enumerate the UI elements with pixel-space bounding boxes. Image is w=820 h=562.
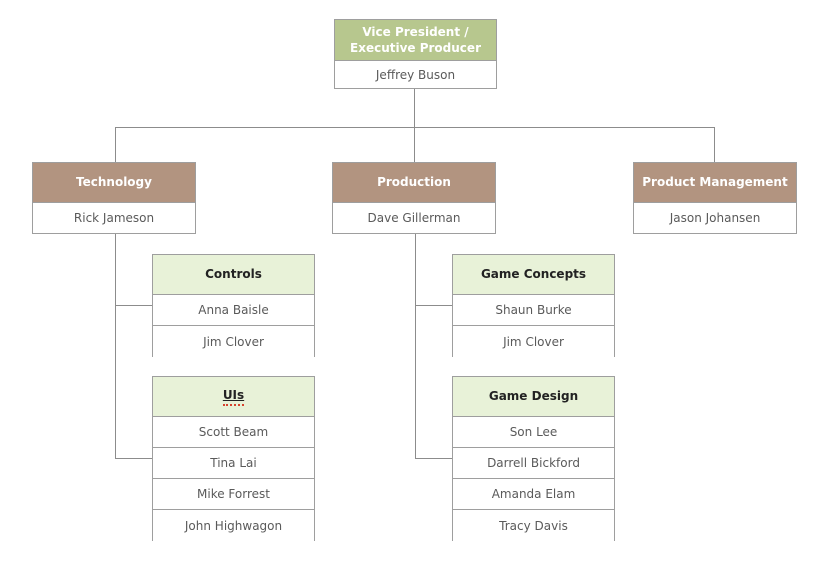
team-title: Game Design xyxy=(453,377,614,417)
member-row: Jason Johansen xyxy=(634,203,796,233)
dept-title: Technology xyxy=(33,163,195,203)
connector-drop-technology xyxy=(115,127,116,162)
member-row: Amanda Elam xyxy=(453,479,614,510)
member-row: Mike Forrest xyxy=(153,479,314,510)
team-title-text: UIs xyxy=(222,387,245,406)
member-row: John Highwagon xyxy=(153,510,314,541)
connector-branch-game-concepts xyxy=(415,305,452,306)
connector-root-trunk xyxy=(414,89,415,127)
team-box-controls[interactable]: Controls Anna Baisle Jim Clover xyxy=(152,254,315,357)
member-row: Tracy Davis xyxy=(453,510,614,541)
member-row: Anna Baisle xyxy=(153,295,314,326)
member-row: Son Lee xyxy=(453,417,614,448)
connector-branch-controls xyxy=(115,305,152,306)
org-box-title: Vice President / Executive Producer xyxy=(335,20,496,61)
member-row: Jeffrey Buson xyxy=(335,61,496,88)
connector-production-trunk xyxy=(415,234,416,458)
member-row: Jim Clover xyxy=(153,326,314,357)
member-row: Scott Beam xyxy=(153,417,314,448)
connector-drop-production xyxy=(414,127,415,162)
team-title: UIs xyxy=(153,377,314,417)
team-box-game-design[interactable]: Game Design Son Lee Darrell Bickford Ama… xyxy=(452,376,615,541)
team-box-uis[interactable]: UIs Scott Beam Tina Lai Mike Forrest Joh… xyxy=(152,376,315,541)
member-row: Shaun Burke xyxy=(453,295,614,326)
connector-level1-horizontal xyxy=(115,127,715,128)
team-title: Controls xyxy=(153,255,314,295)
dept-box-product-management[interactable]: Product Management Jason Johansen xyxy=(633,162,797,234)
member-row: Dave Gillerman xyxy=(333,203,495,233)
connector-drop-product-management xyxy=(714,127,715,162)
member-row: Jim Clover xyxy=(453,326,614,357)
connector-technology-trunk xyxy=(115,234,116,458)
connector-branch-game-design xyxy=(415,458,452,459)
dept-box-technology[interactable]: Technology Rick Jameson xyxy=(32,162,196,234)
team-title: Game Concepts xyxy=(453,255,614,295)
connector-branch-uis xyxy=(115,458,152,459)
org-box-vice-president[interactable]: Vice President / Executive Producer Jeff… xyxy=(334,19,497,89)
team-box-game-concepts[interactable]: Game Concepts Shaun Burke Jim Clover xyxy=(452,254,615,357)
dept-title: Product Management xyxy=(634,163,796,203)
member-row: Rick Jameson xyxy=(33,203,195,233)
member-row: Tina Lai xyxy=(153,448,314,479)
dept-title: Production xyxy=(333,163,495,203)
member-row: Darrell Bickford xyxy=(453,448,614,479)
dept-box-production[interactable]: Production Dave Gillerman xyxy=(332,162,496,234)
